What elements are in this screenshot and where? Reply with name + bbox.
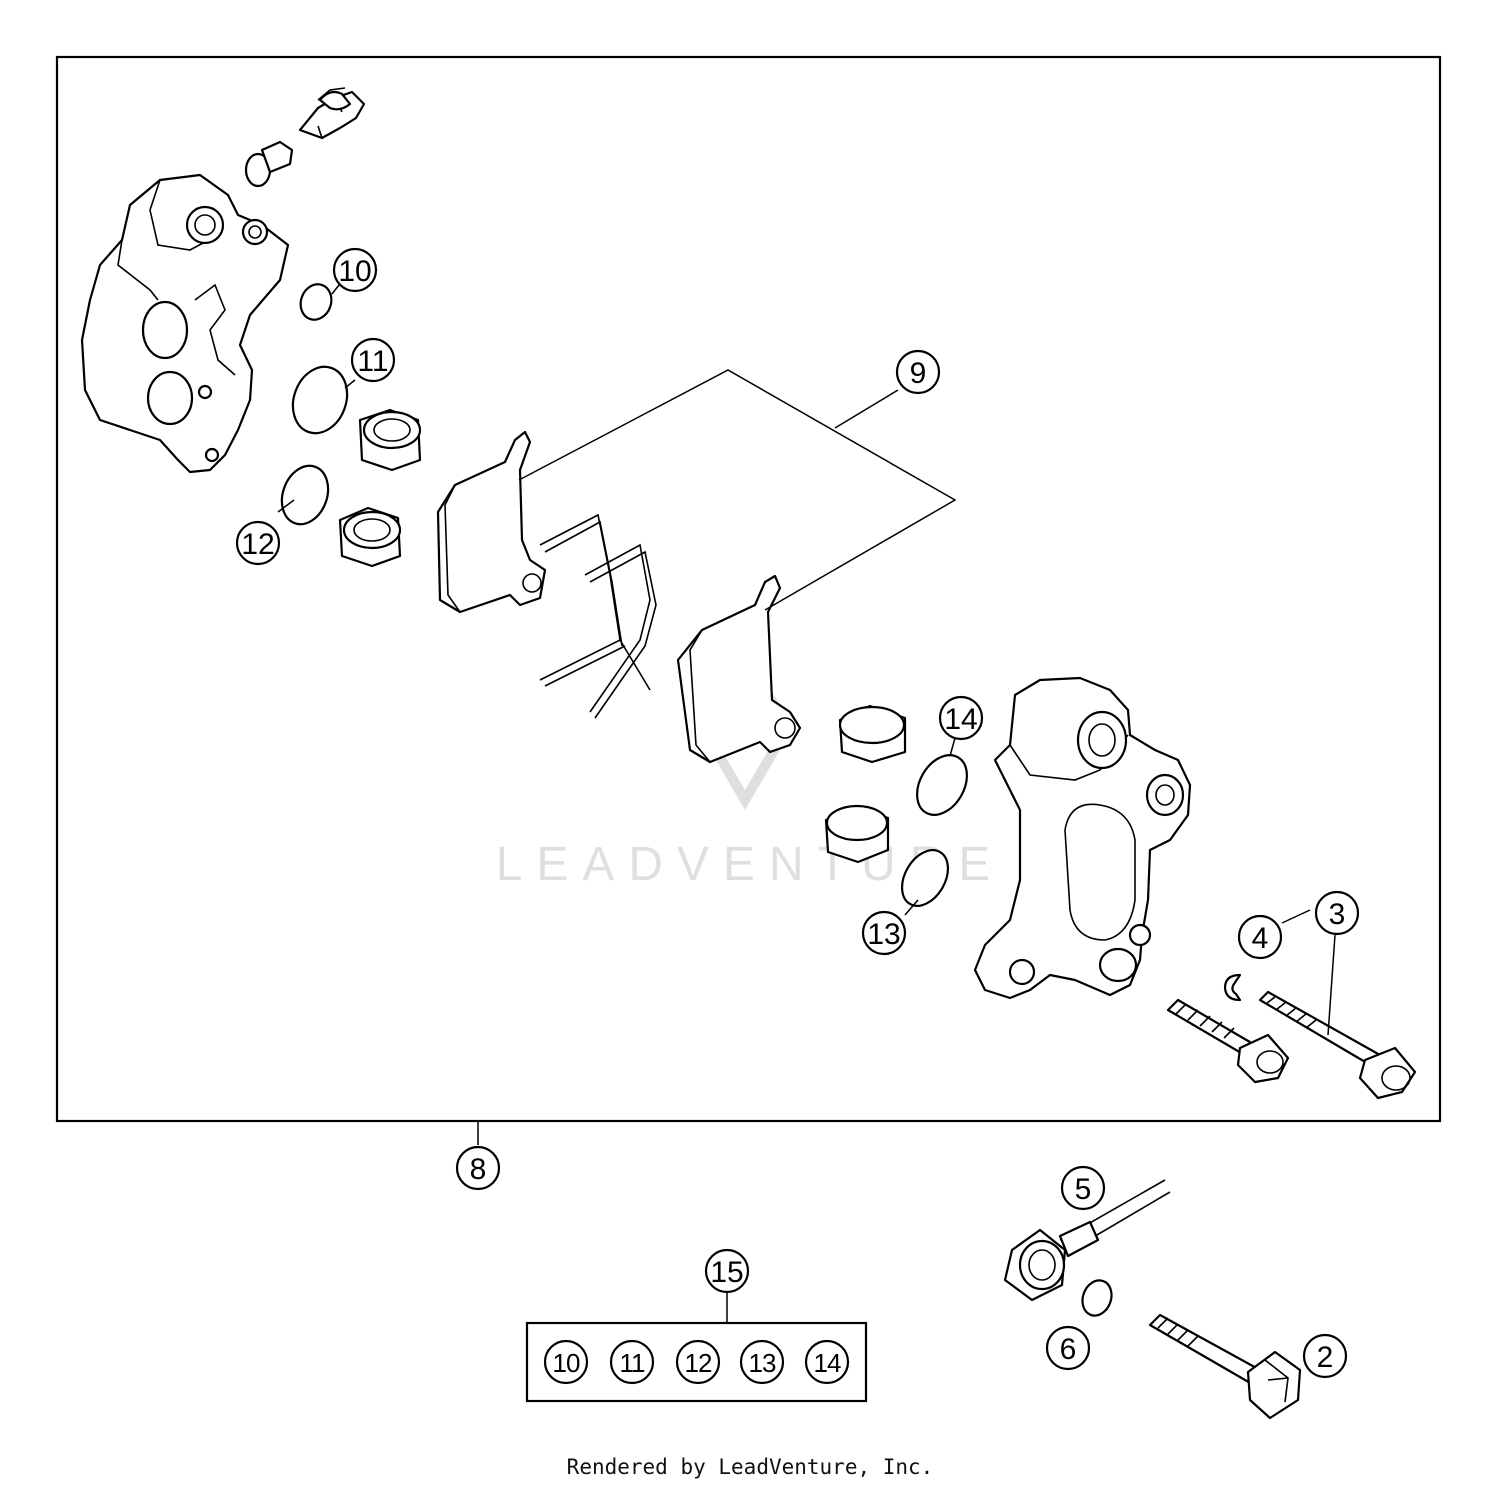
svg-text:3: 3 [1329, 898, 1346, 931]
callout-5: 5 [1060, 1165, 1106, 1211]
callout-13: 13 [861, 910, 907, 956]
caliper-half-right [973, 676, 1192, 1000]
svg-text:14: 14 [944, 703, 977, 736]
banjo-bolt [1148, 1313, 1302, 1420]
footer-credit: Rendered by LeadVenture, Inc. [566, 1455, 934, 1479]
svg-text:5: 5 [1075, 1173, 1092, 1206]
callout-2: 2 [1302, 1333, 1348, 1379]
seal-kit-item: 10 [543, 1339, 589, 1385]
seal-kit-item: 12 [675, 1339, 721, 1385]
svg-text:13: 13 [867, 918, 900, 951]
pin-bolt-upper [1258, 990, 1417, 1100]
caliper-assembly-frame [55, 55, 1442, 1123]
washer [1081, 1279, 1113, 1317]
seal-11 [291, 365, 349, 435]
caliper-half-left [80, 173, 290, 474]
svg-text:12: 12 [241, 528, 274, 561]
callout-9: 9 [895, 349, 941, 395]
piston-lower-right [824, 804, 890, 864]
svg-text:14: 14 [814, 1348, 841, 1378]
piston-upper-left [358, 408, 422, 472]
svg-text:2: 2 [1317, 1341, 1334, 1374]
bleeder-cap [244, 140, 294, 188]
piston-upper-right [838, 704, 907, 764]
brake-pad-left [436, 430, 547, 614]
seal-10 [299, 283, 333, 321]
bleeder-screw [298, 87, 366, 140]
svg-text:13: 13 [749, 1348, 776, 1378]
svg-text:4: 4 [1252, 922, 1269, 955]
pad-spring [539, 513, 657, 719]
brake-pad-right [676, 574, 802, 764]
callout-6: 6 [1045, 1325, 1091, 1371]
callout-11: 11 [350, 337, 396, 383]
callout-10: 10 [332, 247, 378, 293]
callout-4: 4 [1237, 914, 1283, 960]
svg-text:11: 11 [620, 1348, 646, 1378]
seal-14 [916, 754, 968, 816]
seal-12 [280, 464, 330, 526]
brake-line [1003, 1179, 1171, 1302]
svg-text:8: 8 [470, 1153, 487, 1186]
pin-bolt-lower [1166, 998, 1290, 1084]
seal-13 [900, 849, 950, 907]
callout-8: 8 [455, 1145, 501, 1191]
callout-12: 12 [235, 520, 281, 566]
leader-lines [277, 284, 1336, 1322]
seal-kit-item: 14 [804, 1339, 850, 1385]
piston-lower-left [338, 506, 402, 568]
seal-kit-item: 11 [609, 1339, 655, 1385]
seal-kit-item: 13 [739, 1339, 785, 1385]
callout-15: 15 [704, 1248, 750, 1294]
svg-text:10: 10 [553, 1348, 580, 1378]
svg-text:9: 9 [910, 357, 927, 390]
callout-14: 14 [938, 695, 984, 741]
svg-text:12: 12 [685, 1348, 712, 1378]
svg-text:11: 11 [357, 345, 388, 378]
svg-text:15: 15 [710, 1256, 743, 1289]
circlip [1223, 973, 1242, 1002]
svg-text:10: 10 [338, 255, 371, 288]
callout-3: 3 [1314, 890, 1360, 936]
svg-text:6: 6 [1060, 1333, 1077, 1366]
